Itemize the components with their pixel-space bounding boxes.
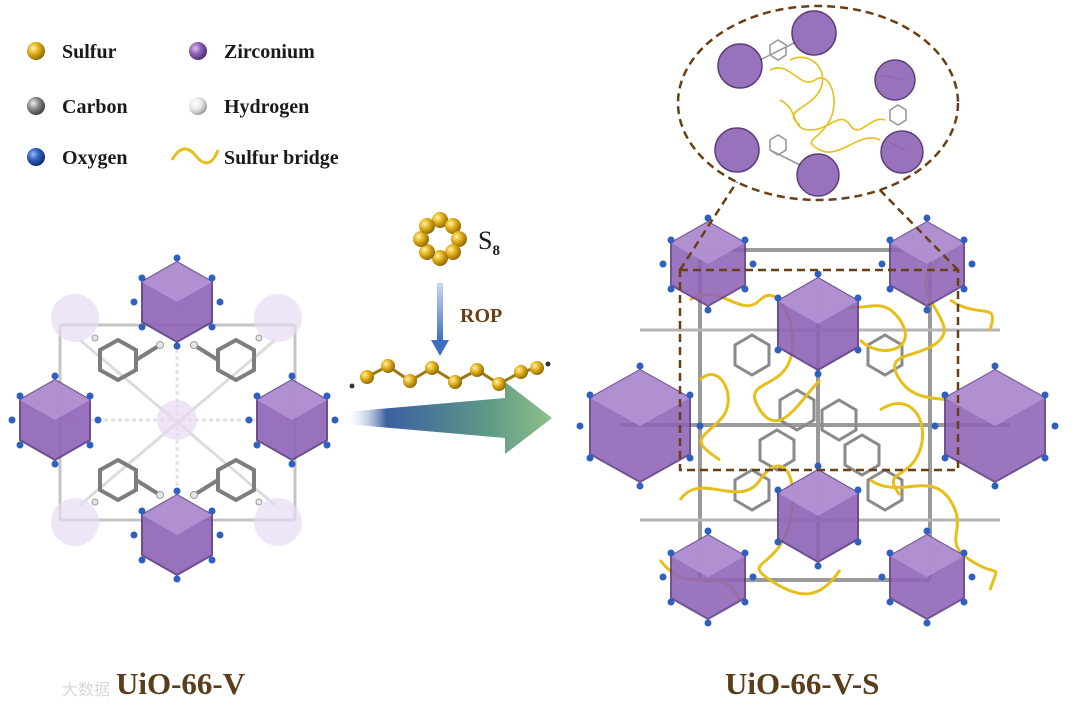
oxygen-legend-label: Oxygen bbox=[62, 148, 128, 168]
s8-formula: S8 bbox=[478, 228, 500, 259]
sulfur-bridge-legend-label: Sulfur bridge bbox=[224, 148, 339, 168]
uio-66-v-s-structure bbox=[577, 215, 1059, 627]
reaction-arrow bbox=[345, 382, 552, 454]
left-structure-label: UiO-66-V bbox=[116, 668, 245, 699]
zirconium-legend-icon bbox=[189, 42, 207, 60]
hydrogen-legend-icon bbox=[189, 97, 207, 115]
oxygen-legend-icon bbox=[27, 148, 45, 166]
sulfur-legend-label: Sulfur bbox=[62, 42, 116, 62]
right-structure-label: UiO-66-V-S bbox=[725, 668, 879, 699]
carbon-legend-label: Carbon bbox=[62, 97, 128, 117]
zoom-callout bbox=[678, 6, 958, 200]
s8-subscript: 8 bbox=[492, 243, 500, 259]
sulfur-legend-icon bbox=[27, 42, 45, 60]
sulfur-chain bbox=[350, 359, 551, 391]
s8-ring bbox=[413, 212, 467, 266]
hydrogen-legend-label: Hydrogen bbox=[224, 97, 309, 117]
rop-label: ROP bbox=[460, 306, 502, 326]
watermark: 大数据 bbox=[62, 682, 110, 698]
carbon-legend-icon bbox=[27, 97, 45, 115]
sulfur-bridge-legend-icon bbox=[172, 149, 218, 163]
s8-element: S bbox=[478, 226, 492, 255]
rop-arrow bbox=[431, 283, 449, 356]
uio-66-v-structure bbox=[9, 255, 339, 583]
zirconium-legend-label: Zirconium bbox=[224, 42, 315, 62]
